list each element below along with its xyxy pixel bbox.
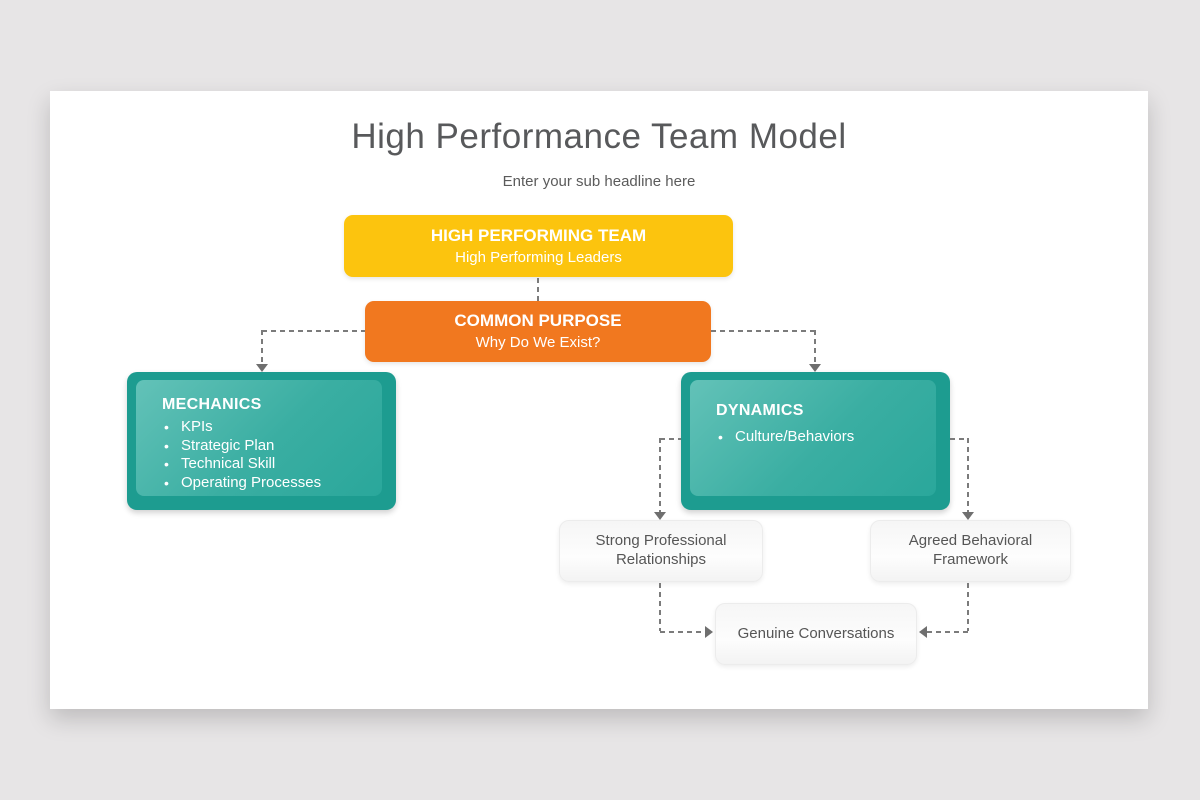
node-high-performing-team-subtitle: High Performing Leaders: [455, 248, 622, 266]
node-mechanics-panel: MECHANICS KPIs Strategic Plan Technical …: [136, 380, 382, 496]
arrowhead-into-conversations-left: [705, 626, 713, 638]
connector-dynamics-to-framework-vertical: [967, 438, 969, 512]
connector-framework-to-conversations-vertical: [967, 583, 969, 631]
node-strong-professional-relationships: Strong Professional Relationships: [559, 520, 763, 582]
arrowhead-into-dynamics: [809, 364, 821, 372]
connector-team-to-purpose: [537, 278, 539, 301]
node-mechanics-title: MECHANICS: [162, 396, 262, 413]
dynamics-item: Culture/Behaviors: [716, 428, 922, 447]
node-common-purpose-subtitle: Why Do We Exist?: [475, 334, 601, 352]
node-high-performing-team-title: HIGH PERFORMING TEAM: [430, 225, 647, 245]
node-dynamics: DYNAMICS Culture/Behaviors: [681, 372, 950, 510]
mechanics-item: KPIs: [162, 418, 368, 437]
connector-relationships-to-conversations-vertical: [659, 583, 661, 631]
arrowhead-into-mechanics: [256, 364, 268, 372]
connector-dynamics-to-relationships-vertical: [659, 438, 661, 512]
node-high-performing-team: HIGH PERFORMING TEAM High Performing Lea…: [344, 215, 733, 277]
arrowhead-into-framework: [962, 512, 974, 520]
connector-purpose-to-mechanics-horizontal: [262, 330, 365, 332]
node-genuine-conversations: Genuine Conversations: [715, 603, 917, 665]
connector-dynamics-to-framework-horizontal: [950, 438, 969, 440]
connector-dynamics-to-relationships-horizontal: [660, 438, 681, 440]
connector-relationships-to-conversations-horizontal: [660, 631, 705, 633]
slide: High Performance Team Model Enter your s…: [50, 91, 1148, 709]
dynamics-list: Culture/Behaviors: [716, 428, 922, 447]
node-common-purpose: COMMON PURPOSE Why Do We Exist?: [365, 301, 711, 362]
node-dynamics-title: DYNAMICS: [716, 402, 804, 419]
mechanics-item: Operating Processes: [162, 474, 368, 493]
arrowhead-into-relationships: [654, 512, 666, 520]
connector-framework-to-conversations-horizontal: [927, 631, 969, 633]
connector-purpose-to-dynamics-horizontal: [711, 330, 815, 332]
node-agreed-behavioral-framework-label: Agreed Behavioral Framework: [908, 532, 1033, 568]
connector-purpose-to-dynamics-vertical: [814, 330, 816, 364]
page-subtitle: Enter your sub headline here: [502, 173, 696, 190]
mechanics-list: KPIs Strategic Plan Technical Skill Oper…: [162, 418, 368, 492]
node-mechanics: MECHANICS KPIs Strategic Plan Technical …: [127, 372, 396, 510]
node-agreed-behavioral-framework: Agreed Behavioral Framework: [870, 520, 1071, 582]
connector-purpose-to-mechanics-vertical: [261, 330, 263, 364]
node-common-purpose-title: COMMON PURPOSE: [454, 311, 622, 331]
mechanics-item: Strategic Plan: [162, 437, 368, 456]
node-genuine-conversations-label: Genuine Conversations: [737, 624, 895, 642]
mechanics-item: Technical Skill: [162, 455, 368, 474]
node-dynamics-panel: DYNAMICS Culture/Behaviors: [690, 380, 936, 496]
arrowhead-into-conversations-right: [919, 626, 927, 638]
page-title: High Performance Team Model: [351, 117, 847, 156]
node-strong-professional-relationships-label: Strong Professional Relationships: [595, 532, 727, 568]
